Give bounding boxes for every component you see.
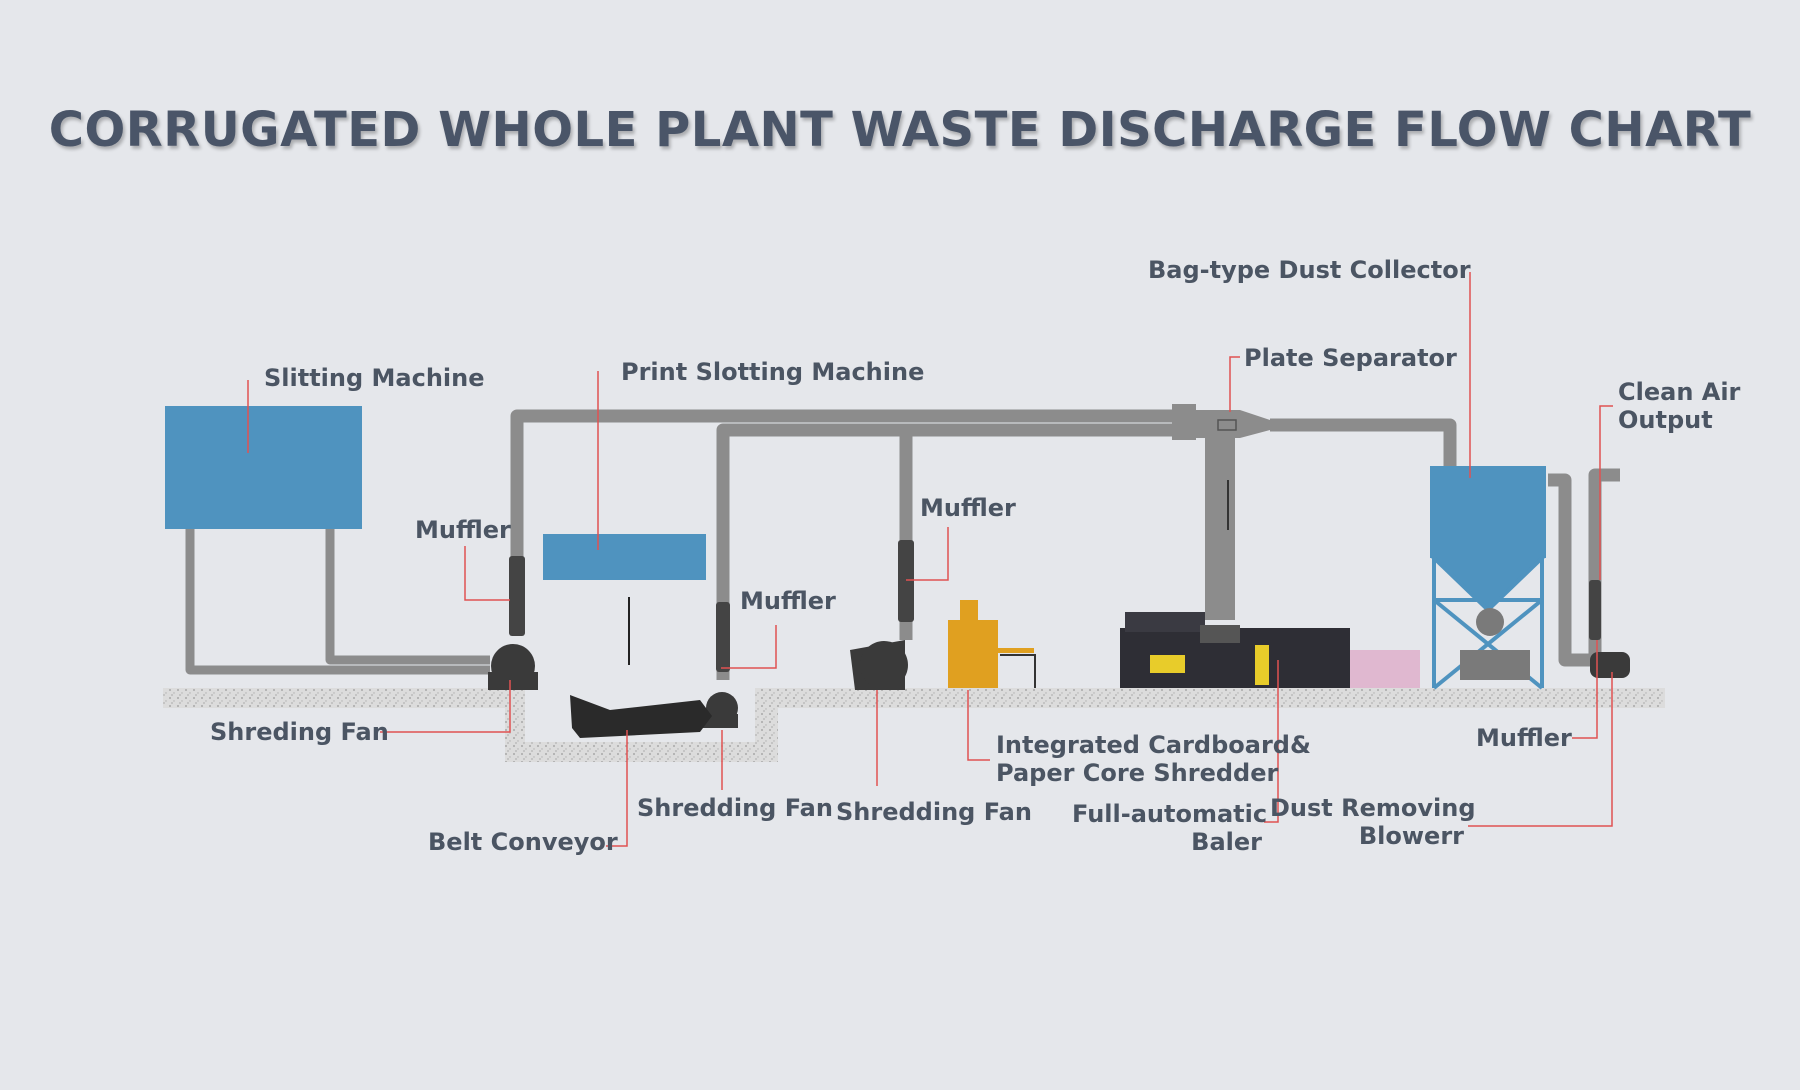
label-shredding-fan-1: Shredding Fan <box>637 794 833 822</box>
mufflers <box>509 540 1601 672</box>
baler-shape <box>1120 612 1420 688</box>
label-print-slotting-machine: Print Slotting Machine <box>621 358 925 386</box>
label-integrated-shredder: Integrated Cardboard& Paper Core Shredde… <box>996 731 1311 787</box>
dust-collector-shape <box>1430 466 1546 690</box>
label-slitting-machine: Slitting Machine <box>264 364 485 392</box>
floor-ground <box>163 688 1665 762</box>
label-bag-dust-collector: Bag-type Dust Collector <box>1148 256 1471 284</box>
label-shreding-fan: Shreding Fan <box>210 718 389 746</box>
label-muffler-3: Muffler <box>740 587 836 615</box>
label-clean-air-output: Clean Air Output <box>1618 378 1740 434</box>
label-plate-separator: Plate Separator <box>1244 344 1457 372</box>
slitting-machine-pipes <box>185 529 490 675</box>
label-muffler-4: Muffler <box>1476 724 1572 752</box>
label-integrated-shredder-line1: Integrated Cardboard& <box>996 731 1311 759</box>
plate-separator <box>1172 404 1270 620</box>
label-baler: Full-automatic Baler <box>1072 800 1268 856</box>
label-clean-air-line1: Clean Air <box>1618 378 1741 406</box>
label-belt-conveyor: Belt Conveyor <box>428 828 618 856</box>
label-dust-blower-line2: Blowerr <box>1358 822 1464 850</box>
label-dust-blower-line1: Dust Removing <box>1270 794 1476 822</box>
label-muffler-2: Muffler <box>920 494 1016 522</box>
page-title: CORRUGATED WHOLE PLANT WASTE DISCHARGE F… <box>48 102 1752 158</box>
blower-shape <box>1460 608 1530 680</box>
label-clean-air-line2: Output <box>1618 406 1713 434</box>
fans <box>488 640 1630 728</box>
label-shredding-fan-2: Shredding Fan <box>836 798 1032 826</box>
label-dust-removing-blower: Dust Removing Blowerr <box>1270 794 1476 850</box>
print-slotting-machine-box <box>543 534 706 580</box>
integrated-shredder-shape <box>948 600 1036 688</box>
belt-conveyor-shape <box>570 695 712 738</box>
label-muffler-1: Muffler <box>415 516 511 544</box>
label-integrated-shredder-line2: Paper Core Shredder <box>996 759 1279 787</box>
label-baler-line1: Full-automatic <box>1072 800 1268 828</box>
label-baler-line2: Baler <box>1191 828 1262 856</box>
slitting-machine-box <box>165 406 362 529</box>
leader-lines <box>247 272 1613 847</box>
